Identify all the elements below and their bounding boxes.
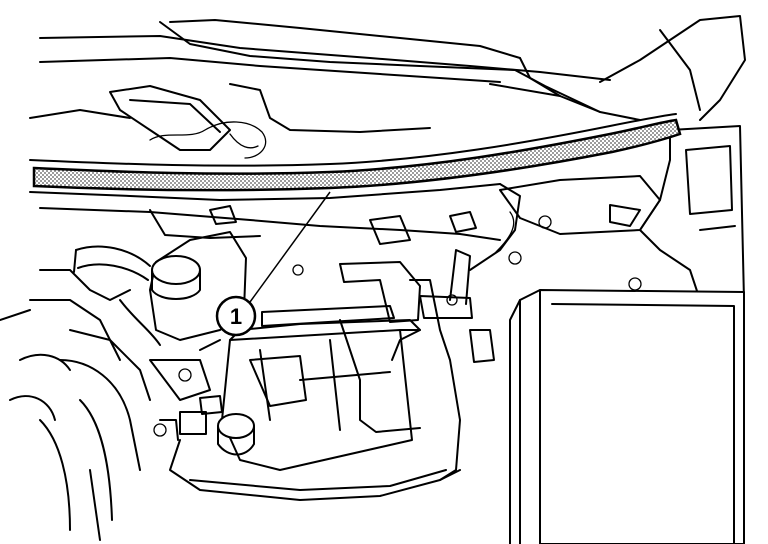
battery-hold-down <box>391 249 495 481</box>
hose-left <box>29 245 161 541</box>
cowl-top-seal <box>29 113 682 192</box>
fuse-box <box>509 289 745 544</box>
wiper-arm-assembly <box>29 15 746 159</box>
callout-1-circle <box>215 295 257 337</box>
cowl-panel <box>29 183 642 291</box>
cowl-side-panel <box>499 125 745 301</box>
callout-1: 1 <box>215 191 331 337</box>
brake-fluid-reservoir <box>149 231 247 341</box>
lower-left-components <box>0 309 221 421</box>
callout-1-label: 1 <box>230 304 242 329</box>
callout-1-leader <box>249 191 331 303</box>
battery-terminal <box>179 395 255 456</box>
